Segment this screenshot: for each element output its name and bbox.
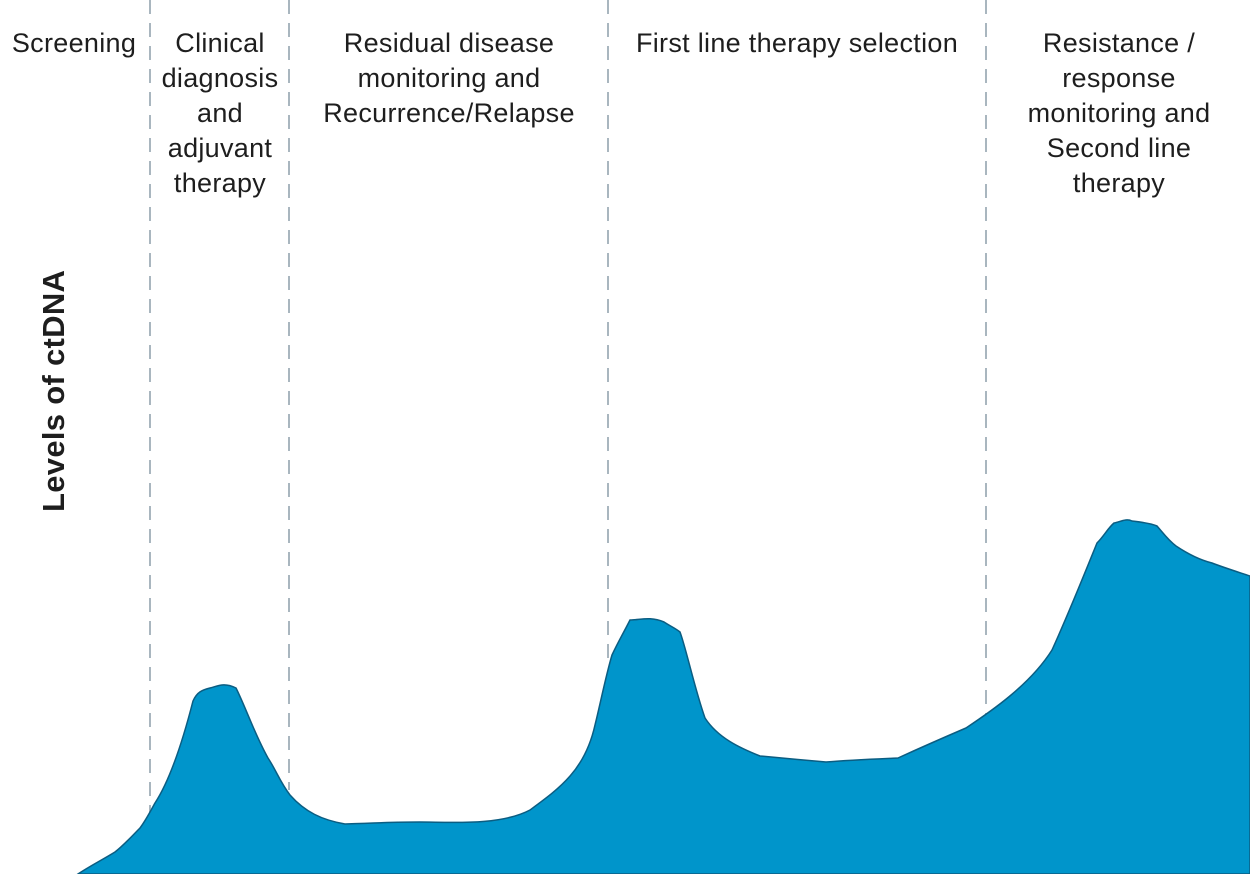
phase-label-line: adjuvant <box>167 133 273 163</box>
phase-label-line: monitoring and <box>1027 98 1211 128</box>
phase-label-line: First line therapy selection <box>635 28 959 58</box>
phase-label-line: Residual disease <box>343 28 555 58</box>
ctdna-level-curve <box>76 519 1250 874</box>
phase-label-first-line: First line therapy selection <box>610 26 984 61</box>
phase-label-line: Second line <box>1046 133 1192 163</box>
phase-label-line: therapy <box>1072 168 1166 198</box>
phase-label-line: therapy <box>173 168 267 198</box>
y-axis-label: Levels of ctDNA <box>36 269 71 512</box>
phase-label-screening: Screening <box>4 26 144 61</box>
phase-label-clinical-diagnosis: Clinical diagnosis and adjuvant therapy <box>152 26 288 201</box>
phase-label-line: Resistance / <box>1042 28 1196 58</box>
phase-label-line: Screening <box>11 28 137 58</box>
phase-label-line: Recurrence/Relapse <box>323 98 575 128</box>
phase-dividers <box>149 0 987 818</box>
phase-label-line: Clinical <box>175 28 265 58</box>
phase-label-line: and <box>197 98 243 128</box>
phase-label-line: response <box>1062 63 1176 93</box>
phase-label-line: monitoring and <box>357 63 541 93</box>
phase-label-line: diagnosis <box>161 63 279 93</box>
